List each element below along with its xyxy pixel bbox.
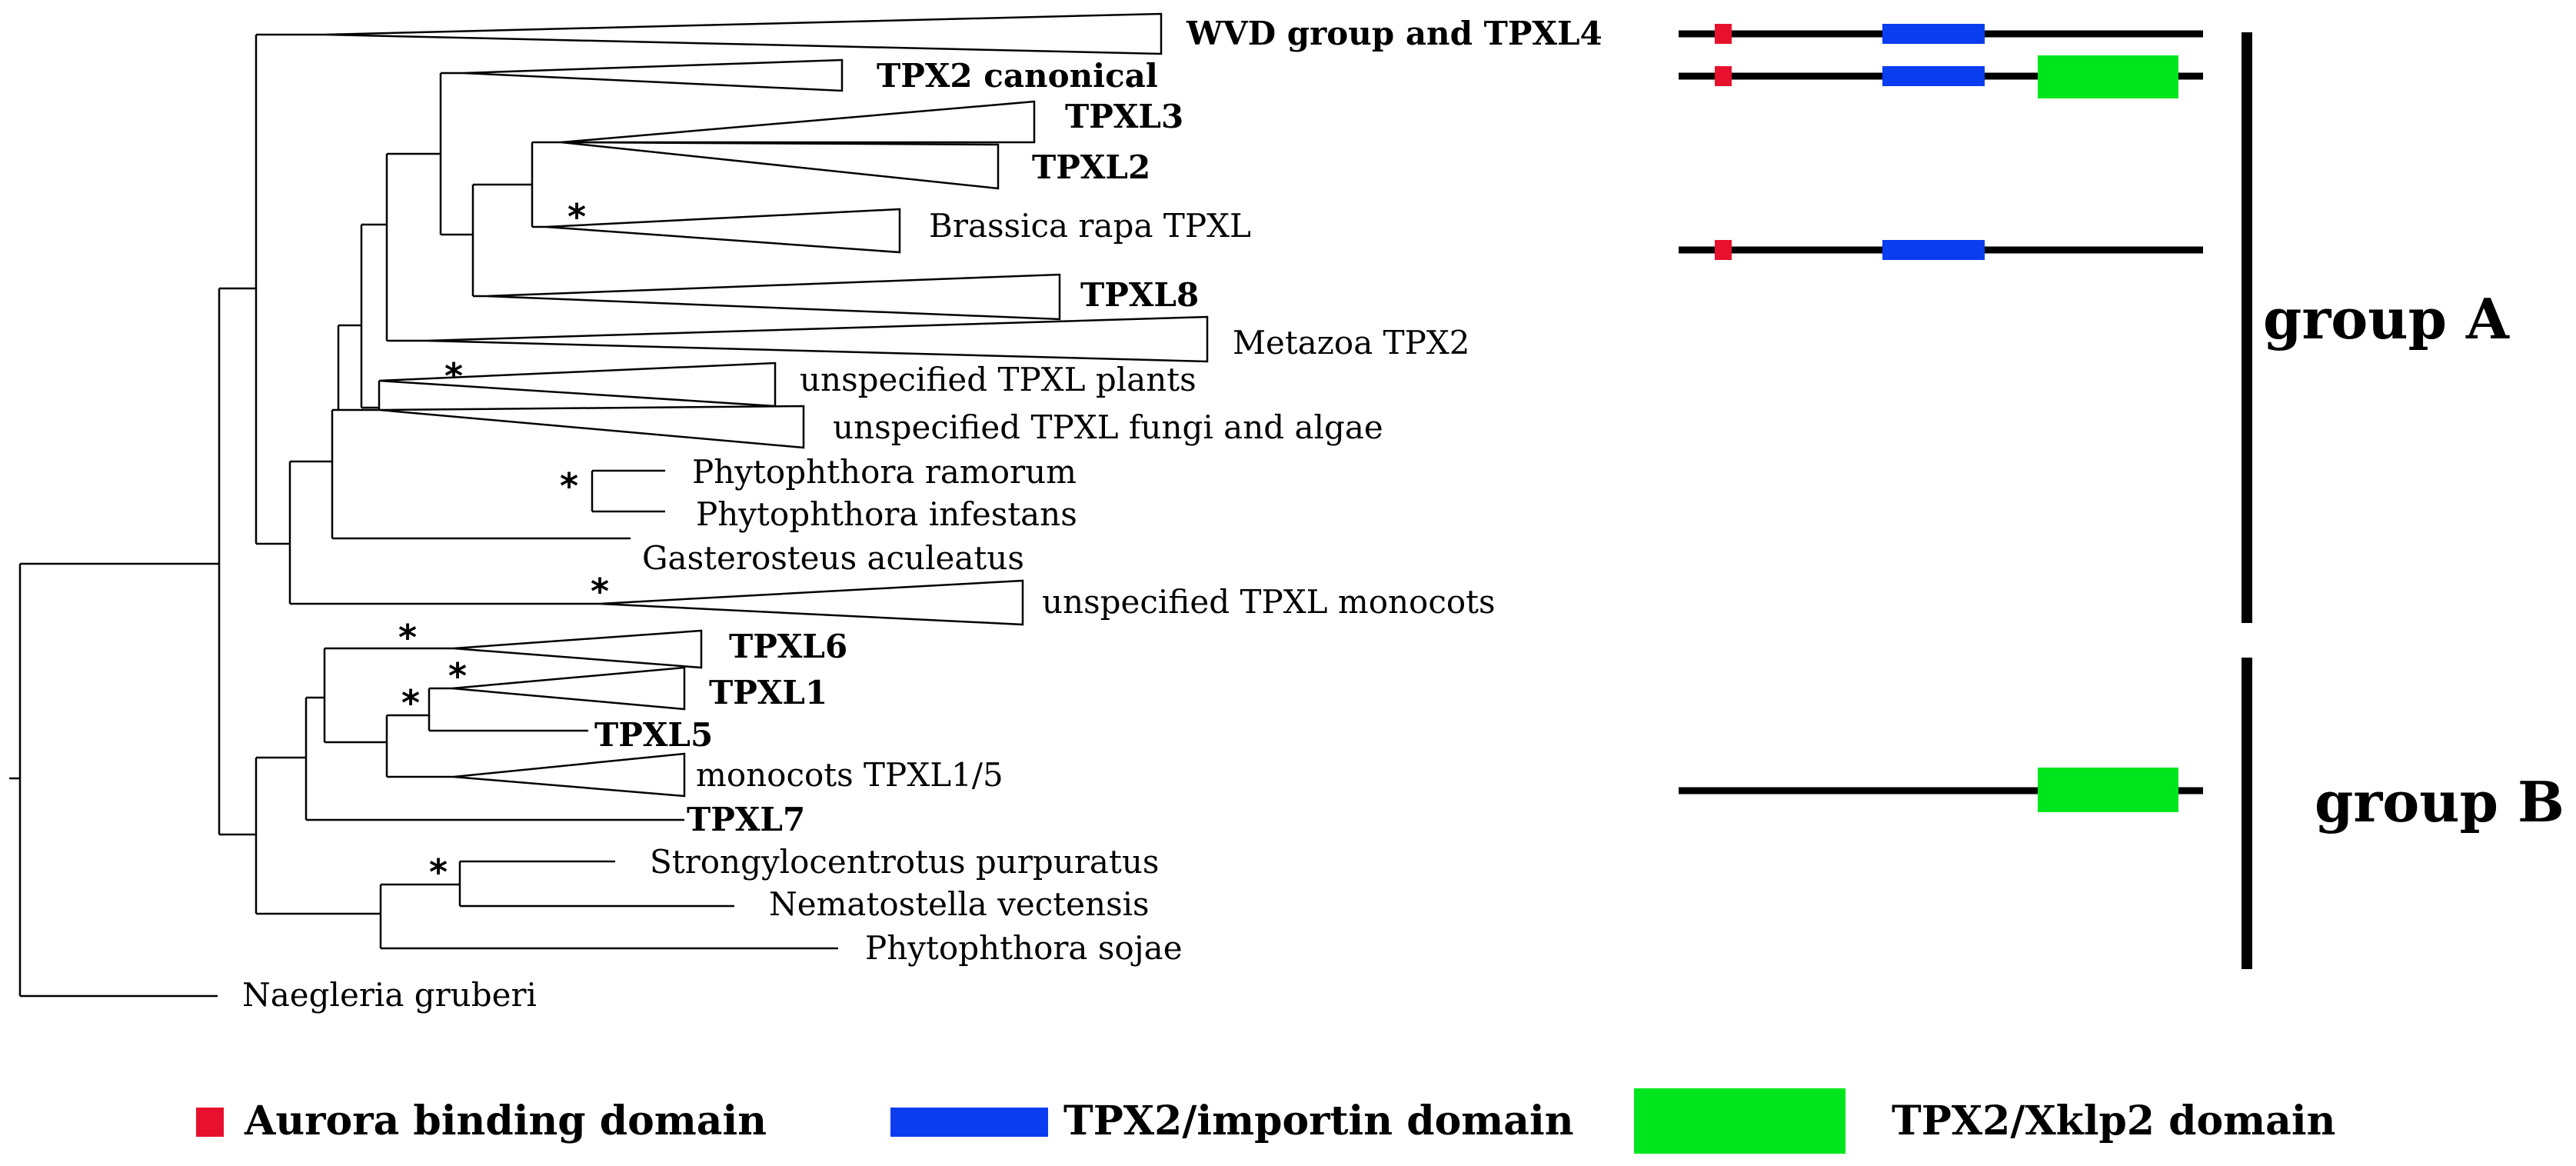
clade-triangle-tpxl3 (561, 100, 1036, 144)
group-a-label: group A (2263, 286, 2510, 351)
taxon-label: TPXL7 (687, 801, 805, 838)
taxon-label: Phytophthora infestans (696, 495, 1077, 533)
legend-importin-label: TPX2/importin domain (1063, 1098, 1574, 1144)
collapsed-clades (324, 12, 1209, 798)
clade-triangle-tpxl6 (453, 629, 703, 669)
legend-xklp2-label: TPX2/Xklp2 domain (1892, 1098, 2335, 1144)
domain-architectures (1679, 24, 2203, 812)
support-marker: * (444, 355, 463, 397)
legend: Aurora binding domain TPX2/importin doma… (196, 1088, 2335, 1154)
taxon-labels: WVD group and TPXL4 TPX2 canonical TPXL3… (242, 15, 1603, 1014)
group-b-bracket (2242, 658, 2252, 969)
group-a-bracket (2242, 32, 2252, 623)
taxon-label: Metazoa TPX2 (1233, 324, 1469, 361)
clade-triangle-wvd (324, 12, 1163, 55)
taxon-label: TPX2 canonical (877, 57, 1158, 95)
clade-triangle-brassica (545, 208, 901, 254)
clade-triangle-tpx2-canonical (463, 58, 844, 92)
taxon-label: TPXL1 (709, 674, 827, 711)
taxon-label: Brassica rapa TPXL (929, 207, 1251, 245)
clade-triangle-tpxl2 (561, 141, 1000, 190)
legend-importin-swatch (890, 1108, 1048, 1137)
domain-architecture-group-b (1679, 768, 2203, 812)
taxon-label: unspecified TPXL fungi and algae (833, 408, 1383, 446)
domain-architecture-wvd (1679, 24, 2203, 44)
taxon-label: TPXL5 (594, 716, 713, 754)
support-marker: * (560, 465, 578, 507)
taxon-label: TPXL6 (729, 628, 847, 665)
group-brackets: group A group B (2242, 32, 2564, 969)
taxon-label: TPXL3 (1065, 98, 1183, 135)
support-marker: * (591, 571, 609, 612)
clade-triangle-monocots-tpxl15 (453, 752, 686, 798)
support-marker: * (567, 196, 586, 238)
domain-architecture-tpx2-canonical (1679, 55, 2203, 98)
taxon-label: Naegleria gruberi (242, 976, 537, 1014)
support-marker: * (401, 682, 420, 724)
taxon-label: WVD group and TPXL4 (1186, 15, 1603, 52)
legend-xklp2-swatch (1634, 1088, 1845, 1154)
taxon-label: unspecified TPXL monocots (1042, 583, 1496, 621)
legend-aurora-label: Aurora binding domain (244, 1098, 767, 1144)
taxon-label: unspecified TPXL plants (800, 361, 1196, 398)
taxon-label: Phytophthora ramorum (692, 453, 1077, 491)
domain-architecture-brassica (1679, 240, 2203, 260)
group-b-label: group B (2315, 769, 2564, 835)
taxon-label: Strongylocentrotus purpuratus (650, 843, 1159, 881)
clade-triangle-tpxl1 (451, 666, 686, 711)
taxon-label: Gasterosteus aculeatus (642, 539, 1024, 577)
legend-aurora-swatch (196, 1108, 224, 1137)
clade-triangle-tpxl8 (485, 273, 1061, 321)
clade-triangle-unspec-monocots (599, 579, 1024, 626)
clade-triangle-unspec-fungi (378, 405, 805, 449)
clade-triangle-metazoa (426, 315, 1209, 363)
support-marker: * (398, 617, 417, 658)
taxon-label: TPXL8 (1080, 276, 1199, 314)
taxon-label: Phytophthora sojae (865, 929, 1183, 967)
support-marker: * (429, 851, 448, 893)
clade-triangle-unspec-plants (378, 361, 777, 408)
support-marker: * (448, 655, 467, 697)
support-markers: * * * * * * * * (398, 196, 609, 893)
taxon-label: monocots TPXL1/5 (696, 756, 1003, 794)
taxon-label: Nematostella vectensis (769, 885, 1150, 923)
taxon-label: TPXL2 (1032, 148, 1150, 186)
tree-branches (9, 33, 838, 998)
